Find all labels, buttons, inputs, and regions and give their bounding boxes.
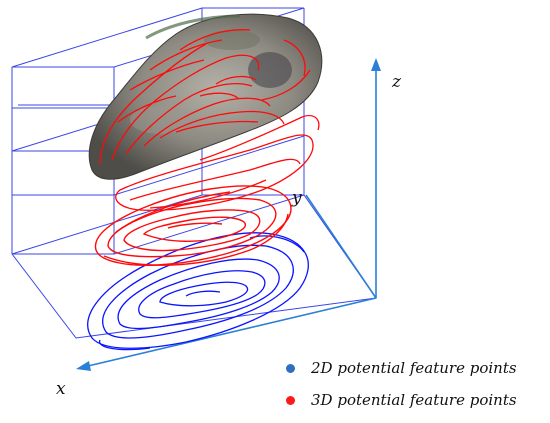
y-axis-label: y [292,188,302,208]
legend-label-2d: 2D potential feature points [311,359,517,377]
legend-label-3d: 3D potential feature points [311,391,517,409]
legend-dot-2d [286,363,295,373]
contours-2d [87,232,309,351]
x-axis-label: x [56,379,66,399]
contours-3d-middle [94,185,292,266]
legend-dot-3d [286,395,295,405]
shell-scan [88,13,323,180]
legend-item-2d: 2D potential feature points [286,359,517,377]
contours-3d-upper [115,115,320,211]
axes [76,58,381,371]
legend-item-3d: 3D potential feature points [286,391,517,409]
contours-3d-surface [99,29,311,165]
z-axis-label: z [392,72,401,92]
